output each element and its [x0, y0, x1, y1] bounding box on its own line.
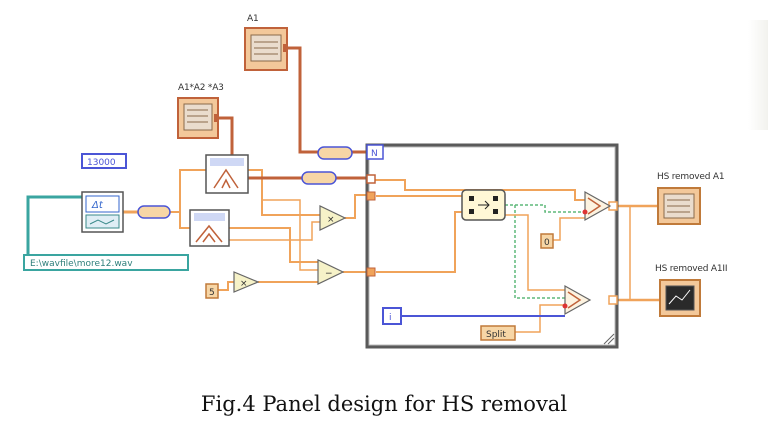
svg-text:×: ×: [327, 215, 335, 225]
wire-loop-to-build2: [376, 211, 462, 273]
pill-read-out: [137, 205, 171, 219]
wire-build-out: [505, 204, 585, 213]
wire-split-upper: [170, 169, 206, 213]
constant-zero: 0: [540, 233, 554, 249]
wire-file-path: [26, 195, 82, 262]
op-subtract: −: [317, 259, 345, 285]
constant-file-path: E:\wavfile\more12.wav: [23, 254, 189, 271]
for-loop: N: [365, 143, 619, 349]
wire-a1-out: [287, 46, 320, 154]
figure-caption: Fig.4 Panel design for HS removal: [200, 392, 568, 416]
loop-count-terminal: [366, 144, 384, 160]
svg-text:×: ×: [240, 279, 248, 289]
wire-lower-to-mul: [229, 221, 320, 241]
terminal-a-product: [177, 97, 219, 139]
wire-const5: [218, 281, 234, 291]
op-multiply: ×: [319, 205, 347, 231]
node-build-array: [461, 189, 506, 221]
node-replace-lower: [562, 284, 592, 316]
svg-text:0: 0: [544, 238, 550, 248]
pill-aprod-in: [301, 171, 337, 185]
wire-mul-to-loop: [345, 194, 370, 219]
constant-five: 5: [205, 283, 219, 299]
svg-text:i: i: [389, 313, 392, 323]
pill-a1-in: [317, 146, 353, 160]
constant-split: Split: [480, 325, 516, 341]
label-a1: A1: [247, 14, 259, 24]
terminal-a1: [244, 27, 288, 71]
loop-tunnel-out-2: [608, 295, 618, 305]
right-edge-strip: [748, 20, 768, 130]
subvi-read-file: Δt: [81, 191, 124, 233]
wire-upper-to-mul: [248, 169, 320, 216]
loop-count-label: N: [371, 149, 378, 159]
wire-aprod-out: [218, 116, 302, 180]
indicator-hs-removed-a1-2: [659, 279, 701, 317]
pill-nodes: [137, 146, 353, 219]
label-a-product: A1*A2 *A3: [178, 83, 224, 93]
svg-text:Δt: Δt: [91, 200, 104, 211]
constant-sample-count: 13000: [81, 153, 127, 169]
op-small-multiply: ×: [233, 271, 260, 293]
wire-const0: [553, 217, 585, 241]
wire-split-to-lower: [515, 304, 565, 333]
indicator-hs-removed-a1: [657, 187, 701, 225]
subvi-envelope-lower: [189, 209, 230, 247]
svg-text:13000: 13000: [87, 158, 116, 168]
wire-upper-to-mul2: [262, 199, 318, 271]
loop-resize-corner: [603, 333, 615, 345]
label-hs-removed-a1-2: HS removed A1II: [655, 264, 728, 274]
loop-iteration-terminal: i: [382, 307, 402, 325]
subvi-envelope-upper: [205, 154, 249, 194]
wire-build-out-2: [514, 205, 565, 299]
svg-text:5: 5: [209, 288, 215, 298]
svg-text:E:\wavfile\more12.wav: E:\wavfile\more12.wav: [30, 259, 133, 269]
wire-lower-to-sub: [229, 227, 318, 263]
svg-text:−: −: [325, 269, 333, 279]
loop-tunnel-1: [366, 174, 376, 184]
label-hs-removed-a1: HS removed A1: [657, 172, 725, 182]
svg-text:Split: Split: [486, 330, 506, 340]
node-replace-upper: [582, 190, 612, 222]
loop-tunnel-3: [366, 267, 376, 277]
wire-build-to-lower: [505, 214, 565, 291]
loop-tunnel-2: [366, 191, 376, 201]
wire-split-lower: [179, 212, 190, 229]
